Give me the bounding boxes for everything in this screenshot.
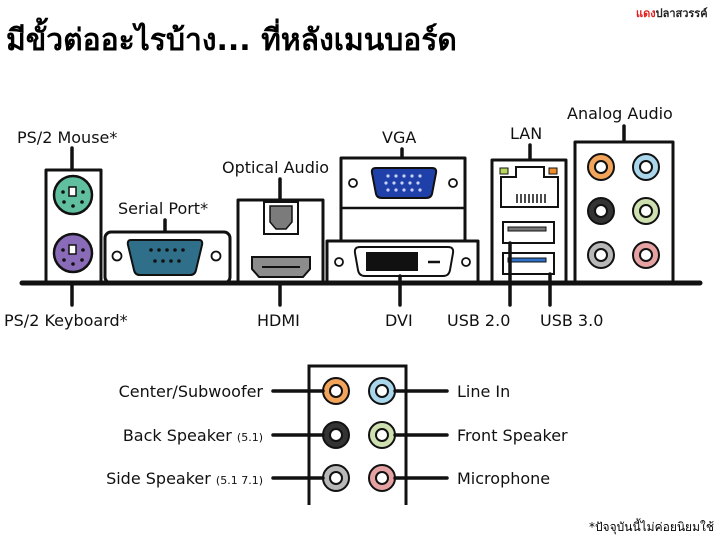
usb2-port-icon [502, 221, 555, 244]
optical-audio-port-icon [263, 201, 299, 235]
legend-center-subwoofer: Center/Subwoofer [119, 382, 264, 401]
optical-audio-label: Optical Audio [222, 158, 329, 177]
lan-label: LAN [510, 124, 542, 143]
vga-label: VGA [382, 128, 416, 147]
lan-port-icon [499, 166, 559, 208]
page-title: มีขั้วต่ออะไรบ้าง... ที่หลังเมนบอร์ด [6, 17, 457, 58]
usb3-label: USB 3.0 [540, 311, 603, 330]
hdmi-label: HDMI [257, 311, 300, 330]
usb2-label: USB 2.0 [447, 311, 510, 330]
analog-audio-jacks [587, 153, 660, 269]
legend-side-speaker: Side Speaker (5.1 7.1) [106, 469, 263, 488]
vga-port-icon [348, 167, 458, 199]
footnote: *ปัจจุบันนี้ไม่ค่อยนิยมใช้ [589, 518, 714, 535]
serial-port-icon [111, 239, 222, 276]
legend-front-speaker: Front Speaker [457, 426, 568, 445]
ps2-mouse-label: PS/2 Mouse* [17, 128, 117, 147]
legend-back-speaker: Back Speaker (5.1) [123, 426, 263, 445]
legend-microphone: Microphone [457, 469, 550, 488]
brand-logo: แดงปลาสวรรค์ [636, 7, 708, 20]
legend-pointers [271, 389, 449, 480]
ps2-mouse-port-icon [52, 174, 94, 216]
ps2-keyboard-port-icon [52, 232, 94, 274]
serial-port-label: Serial Port* [118, 199, 208, 218]
brand-part-red: แดง [636, 7, 656, 20]
dvi-label: DVI [385, 311, 413, 330]
legend-line-in: Line In [457, 382, 510, 401]
brand-part-black: ปลาสวรรค์ [656, 7, 708, 20]
analog-audio-label: Analog Audio [567, 104, 673, 123]
dvi-port-icon [334, 246, 471, 277]
ps2-keyboard-label: PS/2 Keyboard* [4, 311, 128, 330]
hdmi-port-icon [251, 256, 311, 278]
usb3-port-icon [502, 252, 555, 275]
